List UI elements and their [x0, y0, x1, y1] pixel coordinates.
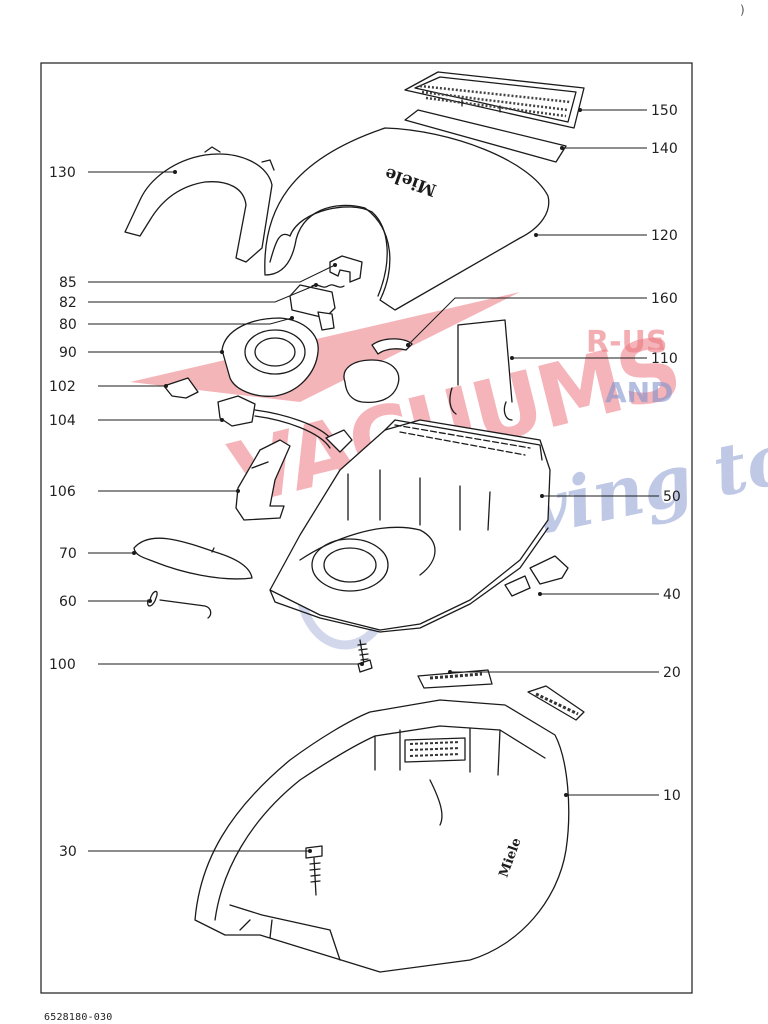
callout-140-label: 140 [651, 141, 678, 157]
part-160-valve [343, 338, 413, 404]
part-130-bumper-strap [124, 146, 275, 263]
callout-20: 20 [448, 665, 681, 681]
callout-70: 70 [59, 546, 136, 562]
watermark-and-text: AND [605, 376, 673, 409]
callout-100-label: 100 [49, 657, 76, 673]
part-106-handle-grip [235, 439, 291, 521]
callout-80-label: 80 [59, 317, 77, 333]
callout-20-label: 20 [663, 665, 681, 681]
callout-150-label: 150 [651, 103, 678, 119]
part-102-seal [163, 377, 199, 399]
part-104-latch [217, 395, 353, 453]
part-90-hose-ring [221, 317, 319, 397]
part-110-wire-handle [449, 319, 513, 421]
part-20-rails [417, 669, 585, 721]
callout-30: 30 [59, 844, 312, 860]
callout-30-label: 30 [59, 844, 77, 860]
callout-10: 10 [564, 788, 681, 804]
callout-40: 40 [538, 587, 681, 603]
callout-104: 104 [49, 413, 224, 429]
callout-60-label: 60 [59, 594, 77, 610]
diagram-frame [40, 62, 693, 994]
part-100-screw [357, 639, 373, 673]
document-code: 6528180-030 [44, 1012, 113, 1023]
part-30-screw [305, 845, 323, 896]
callout-110: 110 [510, 351, 678, 367]
callout-90: 90 [59, 345, 224, 361]
callout-102: 102 [49, 379, 168, 395]
callout-82: 82 [59, 283, 318, 311]
callout-70-label: 70 [59, 546, 77, 562]
callout-50-label: 50 [663, 489, 681, 505]
part-10-housing: Miele [194, 699, 570, 973]
part-140-filter-pad [404, 109, 567, 163]
part-120-lid: Miele [264, 127, 550, 311]
callout-140: 140 [560, 141, 678, 157]
callout-40-label: 40 [663, 587, 681, 603]
callout-85: 85 [59, 263, 337, 291]
part-40-slide-switch [504, 555, 569, 597]
callout-102-label: 102 [49, 379, 76, 395]
callout-130: 130 [49, 165, 177, 181]
part-85-clip [329, 255, 363, 283]
watermark-sup-text: R-US [586, 325, 668, 360]
callout-60: 60 [59, 594, 152, 610]
callout-82-label: 82 [59, 295, 77, 311]
callout-106: 106 [49, 484, 240, 500]
callout-10-label: 10 [663, 788, 681, 804]
callout-160: 160 [406, 291, 678, 347]
part-70-bumper-strip [133, 537, 253, 580]
callout-150: 150 [578, 103, 678, 119]
callout-90-label: 90 [59, 345, 77, 361]
callout-120-label: 120 [651, 228, 678, 244]
callout-130-label: 130 [49, 165, 76, 181]
part-80-switch [289, 284, 336, 331]
corner-mark: ) [740, 3, 745, 17]
watermark-swoosh [130, 292, 520, 402]
callout-50: 50 [540, 489, 681, 505]
part-50-chassis [269, 419, 551, 633]
callout-80: 80 [59, 316, 294, 333]
callout-110-label: 110 [651, 351, 678, 367]
callout-85-label: 85 [59, 275, 77, 291]
part-60-spring-wire [147, 590, 212, 619]
part-150-filter-grille [404, 71, 585, 129]
callout-106-label: 106 [49, 484, 76, 500]
callout-104-label: 104 [49, 413, 76, 429]
callout-100: 100 [49, 657, 364, 673]
callout-120: 120 [534, 228, 678, 244]
callout-160-label: 160 [651, 291, 678, 307]
